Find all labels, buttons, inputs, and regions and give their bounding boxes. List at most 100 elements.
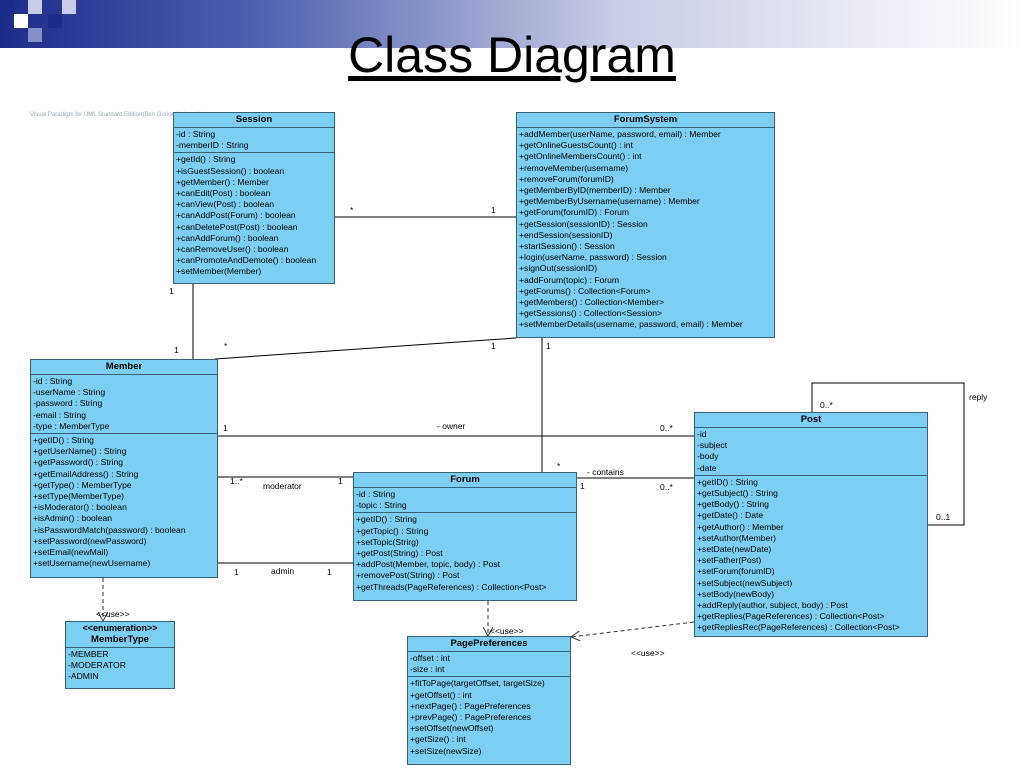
class-member-row: +setMemberDetails(username, password, em…: [519, 319, 743, 330]
class-name: PagePreferences: [408, 637, 570, 652]
class-session[interactable]: Session -id : String-memberID : String +…: [173, 112, 335, 284]
class-member-row: +canView(Post) : boolean: [176, 199, 275, 210]
class-member-row: -MODERATOR: [68, 660, 126, 671]
logo-square: [28, 0, 42, 14]
multiplicity-label: 1: [234, 567, 239, 577]
class-member-row: +addForum(topic) : Forum: [519, 274, 620, 285]
class-membertype[interactable]: <<enumeration>> MemberType -MEMBER-MODER…: [65, 621, 175, 689]
class-member-row: +getID() : String: [697, 476, 758, 487]
class-forumsystem[interactable]: ForumSystem +addMember(userName, passwor…: [516, 112, 775, 338]
operations: +getID() : String+getUserName() : String…: [31, 434, 217, 570]
class-member-row: +canRemoveUser() : boolean: [176, 244, 289, 255]
class-member-row: +getMember() : Member: [176, 176, 269, 187]
class-member-row: +isGuestSession() : boolean: [176, 165, 285, 176]
class-member-row: -ADMIN: [68, 671, 99, 682]
operations: +addMember(userName, password, email) : …: [517, 128, 774, 332]
class-member-row: +setType(MemberType): [33, 491, 124, 502]
class-member-row: -type : MemberType: [33, 420, 110, 431]
class-member-row: -id : String: [176, 129, 216, 139]
class-member-row: +setFather(Post): [697, 555, 762, 566]
class-member-row: +getPost(String) : Post: [356, 548, 443, 559]
class-member-row: -email : String: [33, 409, 87, 420]
dep-post-pagepreferences: [571, 621, 695, 637]
logo-square: [14, 14, 28, 28]
multiplicity-label: *: [350, 205, 354, 215]
class-member-row: -body: [697, 451, 719, 462]
watermark: Visual Paradigm for UML Standard Edition…: [30, 112, 205, 118]
class-member-row: +getOffset() : int: [410, 689, 472, 700]
multiplicity-label: 1: [580, 481, 585, 491]
class-member-row: +login(userName, password) : Session: [519, 252, 667, 263]
class-member-row: +isPasswordMatch(password) : boolean: [33, 524, 186, 535]
class-member-row: +canDeletePost(Post) : boolean: [176, 221, 298, 232]
class-member-row: +signOut(sessionID): [519, 263, 598, 274]
title-banner: [0, 0, 1024, 48]
class-member-row: +endSession(sessionID): [519, 229, 613, 240]
class-name: ForumSystem: [517, 113, 774, 128]
class-member-row: +addPost(Member, topic, body) : Post: [356, 559, 501, 570]
attributes: -id : String-userName : String-password …: [31, 375, 217, 435]
class-member-row: +setOffset(newOffset): [410, 723, 494, 734]
class-member-row: +setAuthor(Member): [697, 532, 777, 543]
class-member-row: +canAddPost(Forum) : boolean: [176, 210, 296, 221]
class-member-row: -memberID : String: [176, 140, 249, 151]
class-member-row: +setDate(newDate): [697, 544, 772, 555]
class-member-row: +setBody(newBody): [697, 588, 775, 599]
role-label-moderator: moderator: [263, 481, 302, 491]
class-member-row: +addMember(userName, password, email) : …: [519, 129, 721, 139]
class-pagepreferences[interactable]: PagePreferences -offset : int-size : int…: [407, 636, 571, 765]
class-member-row: +getEmailAddress() : String: [33, 468, 139, 479]
class-member-row: -userName : String: [33, 387, 106, 398]
class-member-row: +getOnlineMembersCount() : int: [519, 151, 642, 162]
assoc-forumsystem-member: [214, 337, 517, 360]
role-label-contains: - contains: [587, 467, 624, 477]
class-member-row: -id: [697, 429, 707, 439]
class-member-row: +getAuthor() : Member: [697, 521, 784, 532]
multiplicity-label: 1: [338, 476, 343, 486]
role-label-owner: - owner: [437, 421, 466, 431]
class-member-row: +nextPage() : PagePreferences: [410, 700, 531, 711]
class-member-row: +getTopic() : String: [356, 525, 429, 536]
class-member-row: +getSessions() : Collection<Session>: [519, 308, 663, 319]
assoc-reply: [811, 382, 965, 526]
attributes: -id : String-topic : String: [354, 488, 576, 514]
class-member-row: +canAddForum() : boolean: [176, 232, 279, 243]
multiplicity-label: *: [557, 461, 561, 471]
stereotype-use-label: <<use>>: [631, 648, 665, 658]
class-member-row: +getID() : String: [356, 514, 417, 525]
class-member-row: -date: [697, 462, 717, 473]
class-member-row: -id : String: [33, 376, 73, 386]
class-member-row: +isModerator() : boolean: [33, 502, 127, 513]
attributes: -id-subject-body-date: [695, 428, 927, 476]
literals: -MEMBER-MODERATOR-ADMIN: [66, 648, 174, 684]
multiplicity-label: 1: [491, 341, 496, 351]
class-member-row: +getSession(sessionID) : Session: [519, 218, 648, 229]
multiplicity-label: 1: [174, 345, 179, 355]
class-member-row: +getMembers() : Collection<Member>: [519, 297, 664, 308]
class-forum[interactable]: Forum -id : String-topic : String +getID…: [353, 472, 577, 601]
logo-square: [62, 0, 76, 14]
class-member-row: -MEMBER: [68, 649, 109, 659]
operations: +getId() : String+isGuestSession() : boo…: [174, 153, 334, 278]
multiplicity-label: 0..*: [820, 400, 833, 410]
multiplicity-label: 1..*: [230, 476, 243, 486]
class-member-row: +setUsername(newUsername): [33, 558, 151, 569]
class-member-row: +getForum(forumID) : Forum: [519, 207, 630, 218]
multiplicity-label: 1: [223, 423, 228, 433]
class-member-row: -password : String: [33, 398, 103, 409]
class-member-row: +removePost(String) : Post: [356, 570, 460, 581]
multiplicity-label: 1: [327, 567, 332, 577]
class-member-row: +getSubject() : String: [697, 488, 778, 499]
class-member-row: +setSubject(newSubject): [697, 577, 793, 588]
class-member-row: +setEmail(newMail): [33, 547, 109, 558]
class-member-row: +startSession() : Session: [519, 241, 615, 252]
class-post[interactable]: Post -id-subject-body-date +getID() : St…: [694, 412, 928, 637]
class-name: MemberType: [66, 634, 174, 648]
class-member[interactable]: Member -id : String-userName : String-pa…: [30, 359, 218, 578]
class-member-row: +getSize() : int: [410, 734, 466, 745]
class-member-row: +getID() : String: [33, 435, 94, 446]
class-member-row: +setSize(newSize): [410, 745, 482, 756]
class-member-row: -id : String: [356, 489, 396, 499]
class-member-row: +getReplies(PageReferences) : Collection…: [697, 611, 885, 622]
